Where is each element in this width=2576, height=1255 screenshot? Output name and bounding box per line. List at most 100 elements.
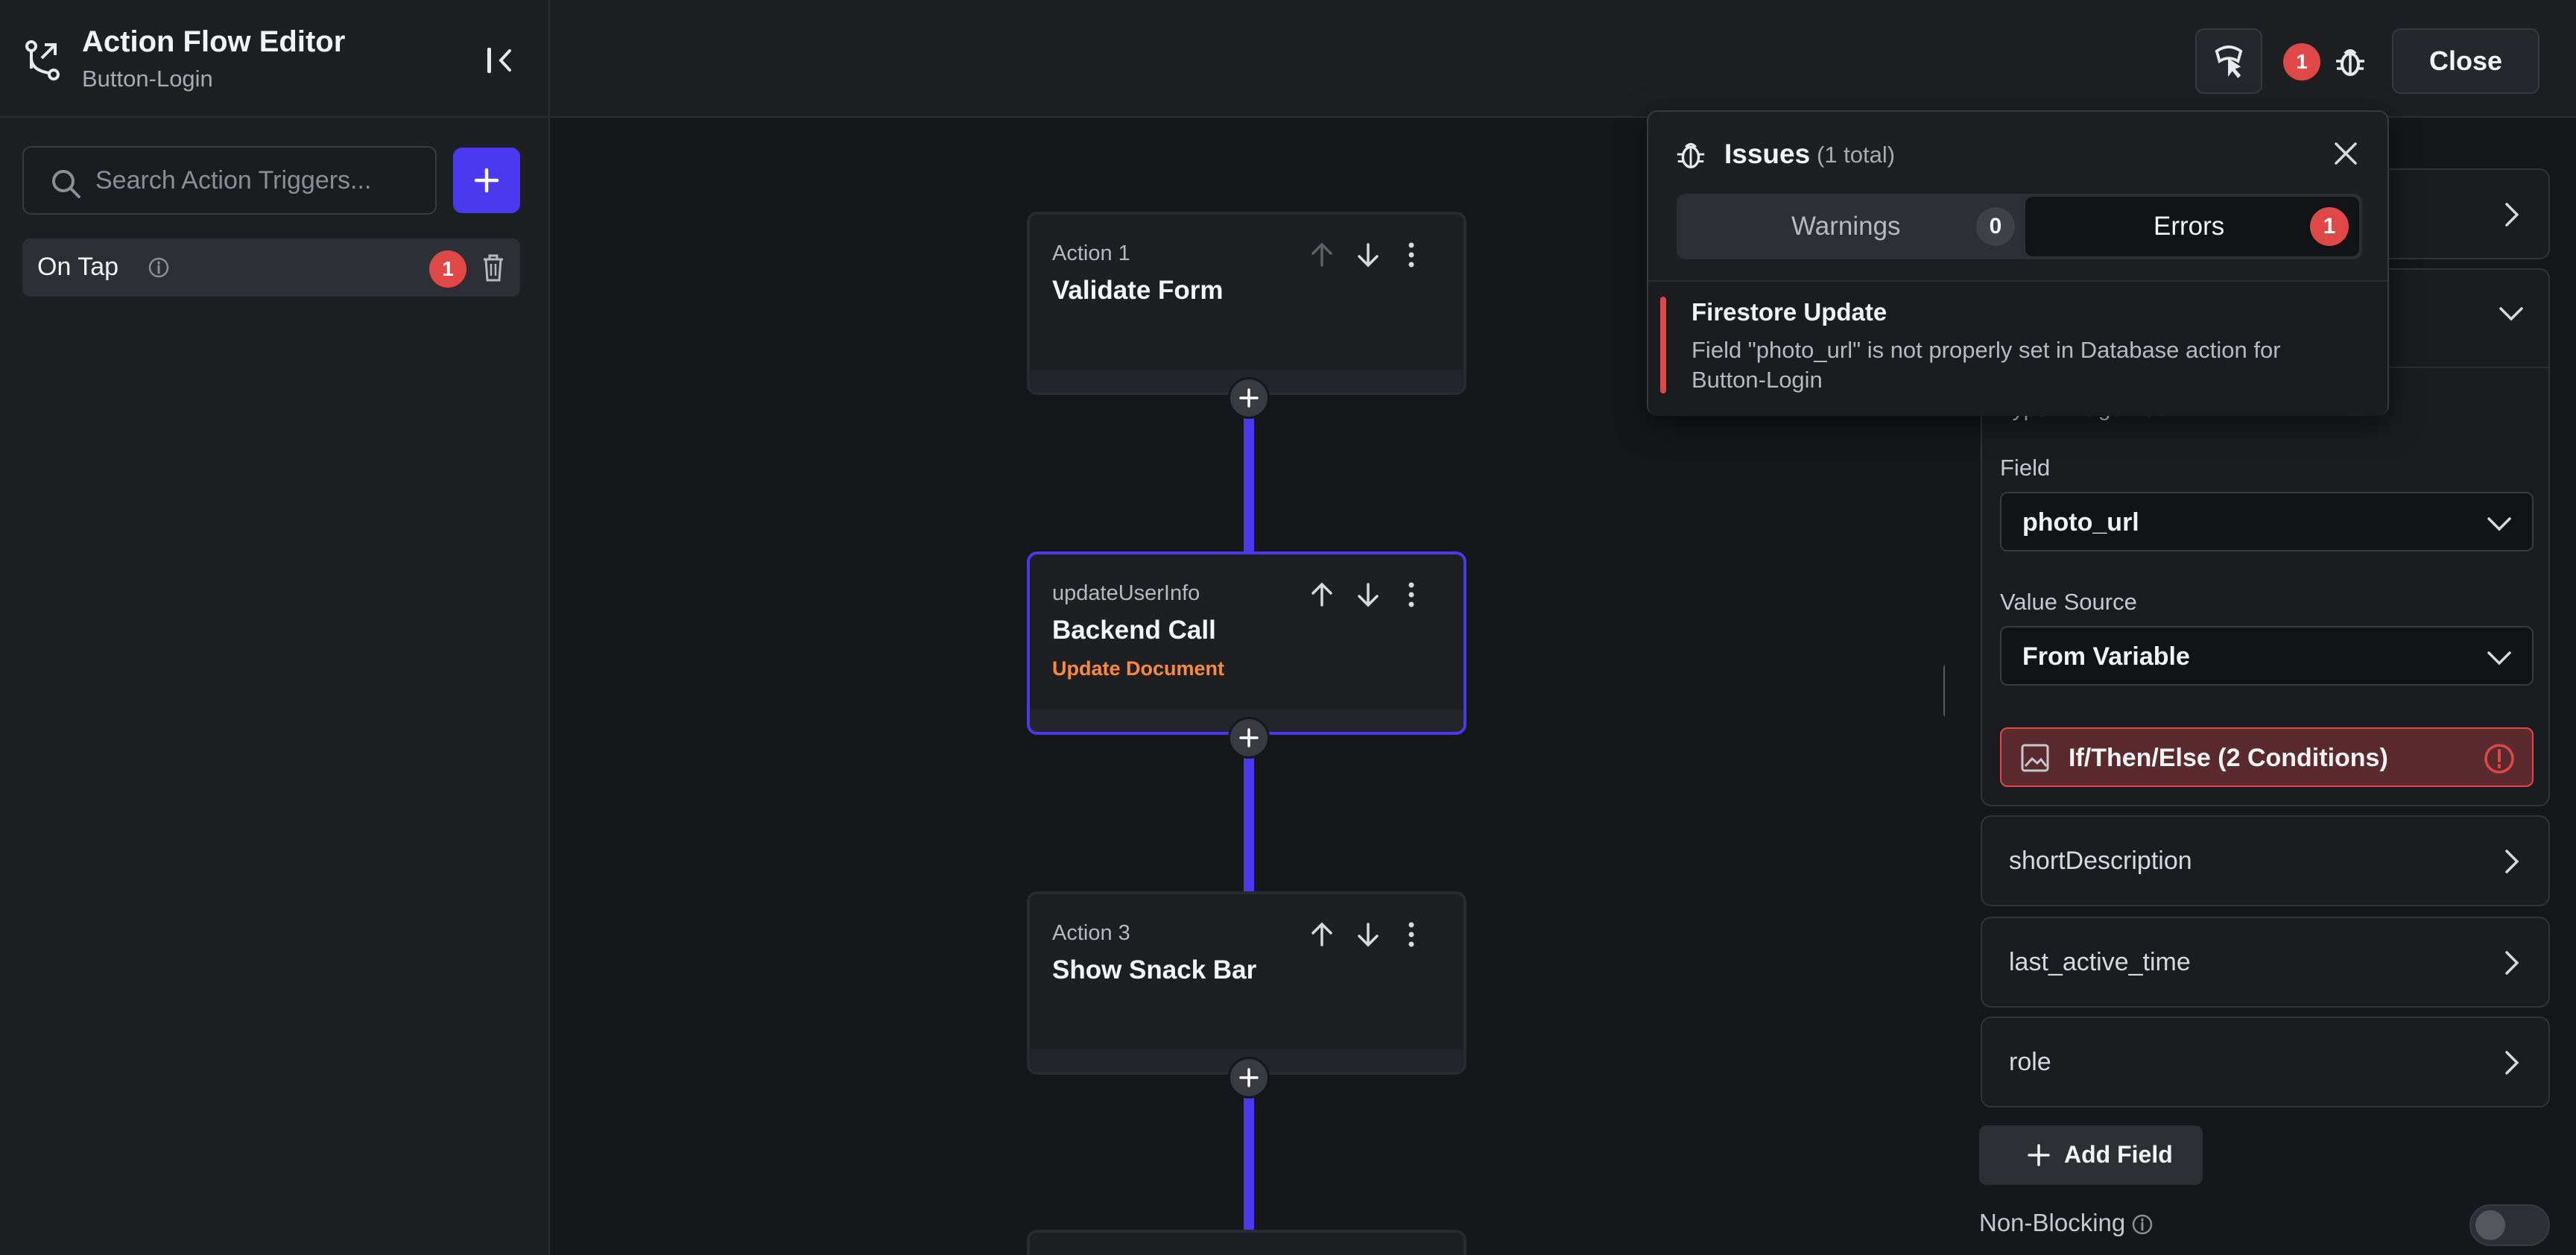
tab-errors[interactable]: Errors 1 bbox=[2025, 197, 2359, 256]
plus-icon bbox=[1239, 1068, 1259, 1087]
issues-button[interactable]: 1 bbox=[2276, 28, 2380, 94]
issues-popover: Issues (1 total) Warnings 0 Errors 1 Fir… bbox=[1647, 110, 2389, 416]
plus-icon bbox=[1239, 728, 1259, 747]
agent-button[interactable] bbox=[2195, 28, 2262, 94]
add-action-button[interactable] bbox=[1228, 377, 1270, 419]
chevron-down-icon bbox=[2487, 651, 2511, 666]
condition-row[interactable]: If/Then/Else (2 Conditions) bbox=[2000, 727, 2534, 787]
move-up-icon[interactable] bbox=[1306, 578, 1338, 611]
property-label: last_active_time bbox=[2009, 948, 2191, 976]
close-button[interactable]: Close bbox=[2392, 28, 2539, 94]
property-label: shortDescription bbox=[2009, 847, 2192, 875]
plus-icon bbox=[1239, 388, 1259, 408]
condition-label: If/Then/Else (2 Conditions) bbox=[2069, 744, 2388, 772]
page-title: Action Flow Editor bbox=[82, 25, 346, 58]
add-field-button[interactable]: Add Field bbox=[1979, 1125, 2203, 1185]
editor-header: Action Flow Editor Button-Login bbox=[0, 0, 550, 118]
bug-icon bbox=[2336, 49, 2364, 76]
action-kicker: updateUserInfo bbox=[1052, 581, 1200, 605]
info-icon[interactable] bbox=[2131, 1213, 2153, 1236]
add-trigger-button[interactable] bbox=[453, 148, 520, 213]
issues-tabs: Warnings 0 Errors 1 bbox=[1677, 194, 2362, 259]
value-source-dropdown[interactable]: From Variable bbox=[2000, 626, 2534, 686]
agent-cursor-icon bbox=[2215, 45, 2243, 78]
trash-icon[interactable] bbox=[478, 252, 508, 283]
flow-branch-icon bbox=[25, 40, 60, 80]
action-title: Backend Call bbox=[1052, 616, 1216, 645]
add-action-button[interactable] bbox=[1228, 717, 1270, 759]
action-subtitle: Update Document bbox=[1052, 657, 1225, 680]
action-tools bbox=[1306, 918, 1447, 951]
chevron-right-icon bbox=[2505, 1051, 2519, 1075]
property-card-role[interactable]: role bbox=[1981, 1017, 2550, 1107]
non-blocking-label: Non-Blocking bbox=[1979, 1209, 2126, 1236]
plus-icon bbox=[474, 168, 499, 193]
move-down-icon[interactable] bbox=[1352, 238, 1384, 271]
issues-count-badge: 1 bbox=[2283, 43, 2320, 80]
dropdown-value: photo_url bbox=[2022, 508, 2139, 537]
action-tools bbox=[1306, 578, 1447, 611]
action-card[interactable] bbox=[1027, 1230, 1466, 1255]
toggle-knob bbox=[2475, 1210, 2505, 1240]
field-dropdown[interactable]: photo_url bbox=[2000, 492, 2534, 551]
bug-icon bbox=[1677, 142, 1705, 168]
search-icon bbox=[52, 170, 80, 198]
search-input[interactable] bbox=[95, 148, 423, 213]
issues-title: Issues bbox=[1724, 139, 1811, 169]
search-box[interactable] bbox=[22, 146, 437, 215]
action-triggers-panel: On Tap 1 bbox=[0, 118, 550, 1255]
action-title: Show Snack Bar bbox=[1052, 955, 1257, 984]
tab-warnings[interactable]: Warnings 0 bbox=[1680, 197, 2022, 256]
move-up-icon[interactable] bbox=[1306, 918, 1338, 951]
top-bar: Action Flow Editor Button-Login 1 Close bbox=[0, 0, 2576, 118]
chevron-right-icon bbox=[2505, 203, 2519, 227]
move-down-icon[interactable] bbox=[1352, 918, 1384, 951]
property-label: role bbox=[2009, 1048, 2051, 1076]
action-card[interactable]: Action 3 Show Snack Bar bbox=[1027, 891, 1466, 1075]
flow-connector bbox=[1244, 1096, 1254, 1255]
image-icon bbox=[2021, 744, 2049, 772]
chevron-down-icon[interactable] bbox=[2496, 298, 2526, 328]
info-icon[interactable] bbox=[148, 256, 170, 279]
tab-label: Warnings bbox=[1791, 212, 1901, 241]
issue-item[interactable]: Firestore Update Field "photo_url" is no… bbox=[1648, 282, 2387, 416]
non-blocking-toggle[interactable] bbox=[2469, 1204, 2550, 1246]
property-card-last-active-time[interactable]: last_active_time bbox=[1981, 917, 2550, 1008]
warnings-count-badge: 0 bbox=[1976, 207, 2015, 246]
add-field-label: Add Field bbox=[2064, 1141, 2173, 1168]
dropdown-value: From Variable bbox=[2022, 642, 2190, 671]
trigger-item-on-tap[interactable]: On Tap 1 bbox=[22, 238, 520, 297]
issue-description: Field "photo_url" is not properly set in… bbox=[1692, 337, 2281, 393]
action-card-selected[interactable]: updateUserInfo Backend Call Update Docum… bbox=[1027, 551, 1466, 735]
issue-title: Firestore Update bbox=[1692, 298, 1887, 326]
chevron-right-icon bbox=[2505, 951, 2519, 975]
issues-total: (1 total) bbox=[1817, 142, 1896, 168]
action-tools bbox=[1306, 238, 1447, 271]
chevron-right-icon bbox=[2505, 850, 2519, 873]
collapse-panel-icon[interactable] bbox=[483, 43, 517, 78]
field-label: Field bbox=[2000, 455, 2051, 481]
divider bbox=[1648, 280, 2387, 282]
more-options-icon[interactable] bbox=[1395, 578, 1428, 611]
property-card-short-description[interactable]: shortDescription bbox=[1981, 815, 2550, 906]
action-card[interactable]: Action 1 Validate Form bbox=[1027, 212, 1466, 395]
move-down-icon[interactable] bbox=[1352, 578, 1384, 611]
tab-label: Errors bbox=[2153, 212, 2225, 241]
add-action-button[interactable] bbox=[1228, 1057, 1270, 1098]
more-options-icon[interactable] bbox=[1395, 918, 1428, 951]
close-icon[interactable] bbox=[2329, 137, 2362, 170]
trigger-label: On Tap bbox=[37, 253, 119, 281]
errors-count-badge: 1 bbox=[2310, 207, 2349, 246]
value-source-label: Value Source bbox=[2000, 589, 2137, 615]
plus-icon bbox=[2028, 1144, 2050, 1166]
action-kicker: Action 1 bbox=[1052, 241, 1130, 265]
move-up-icon bbox=[1306, 238, 1338, 271]
action-kicker: Action 3 bbox=[1052, 921, 1130, 945]
alert-icon bbox=[2484, 744, 2514, 774]
more-options-icon[interactable] bbox=[1395, 238, 1428, 271]
chevron-down-icon bbox=[2487, 517, 2511, 531]
properties-panel: Type: Image Path Field photo_url Value S… bbox=[1945, 119, 2576, 1255]
page-subtitle: Button-Login bbox=[82, 66, 213, 92]
error-indicator bbox=[1660, 297, 1666, 393]
trigger-error-badge: 1 bbox=[429, 250, 466, 288]
